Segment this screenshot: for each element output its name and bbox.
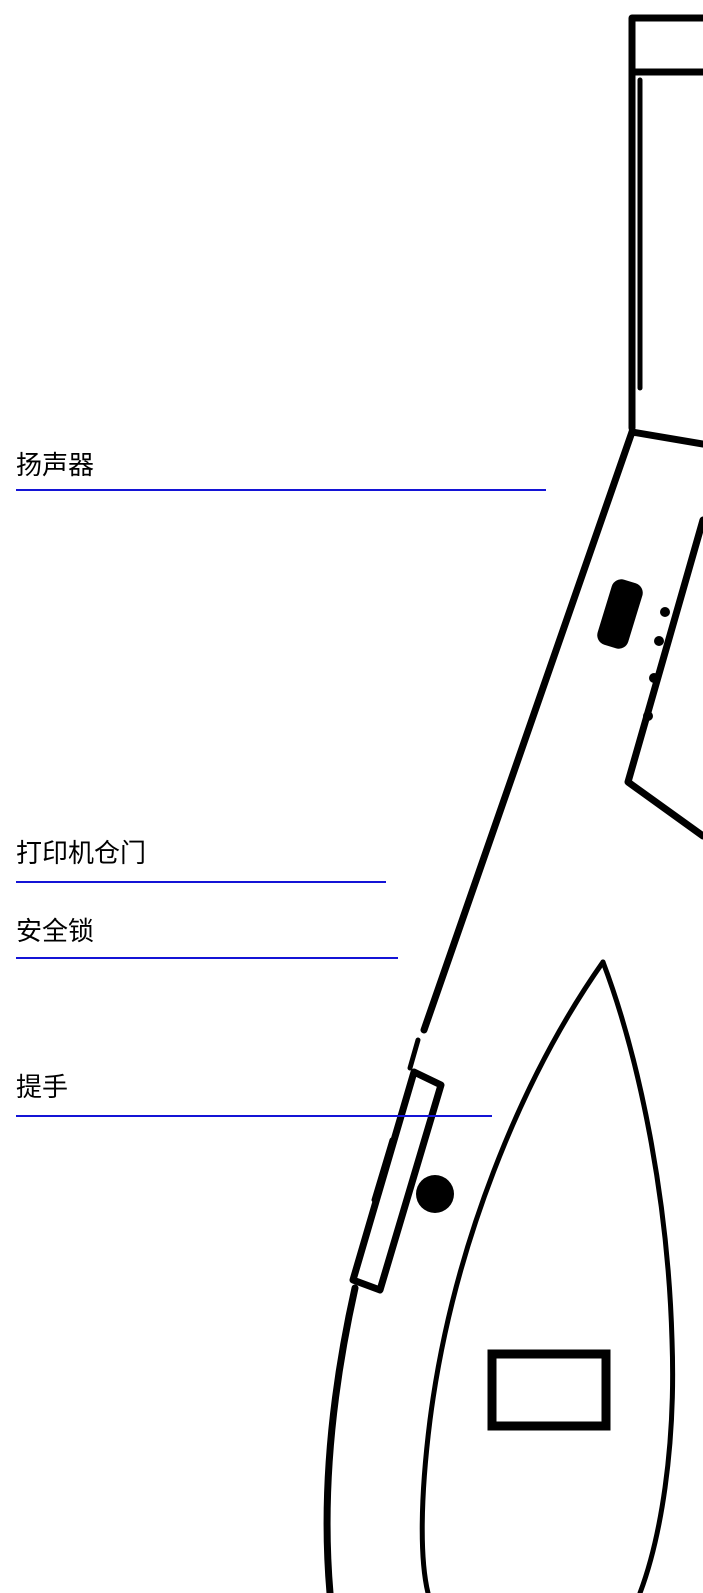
safety-lock-component [419, 959, 676, 1593]
callout-label-speaker: 扬声器 [16, 451, 94, 481]
handle-component [349, 1068, 454, 1294]
callout-label-handle: 提手 [16, 1073, 68, 1103]
callout-speaker: 扬声器 [16, 451, 546, 491]
device-body-edge [323, 428, 636, 1593]
device-lid [628, 14, 703, 448]
callout-safety-lock: 安全锁 [16, 917, 398, 959]
callout-printer-door: 打印机仓门 [16, 839, 386, 883]
callout-handle: 提手 [16, 1073, 492, 1117]
callout-label-printer-door: 打印机仓门 [16, 839, 146, 869]
speaker-component [597, 579, 643, 649]
callout-label-safety-lock: 安全锁 [16, 917, 94, 947]
printer-door-component [624, 516, 703, 840]
